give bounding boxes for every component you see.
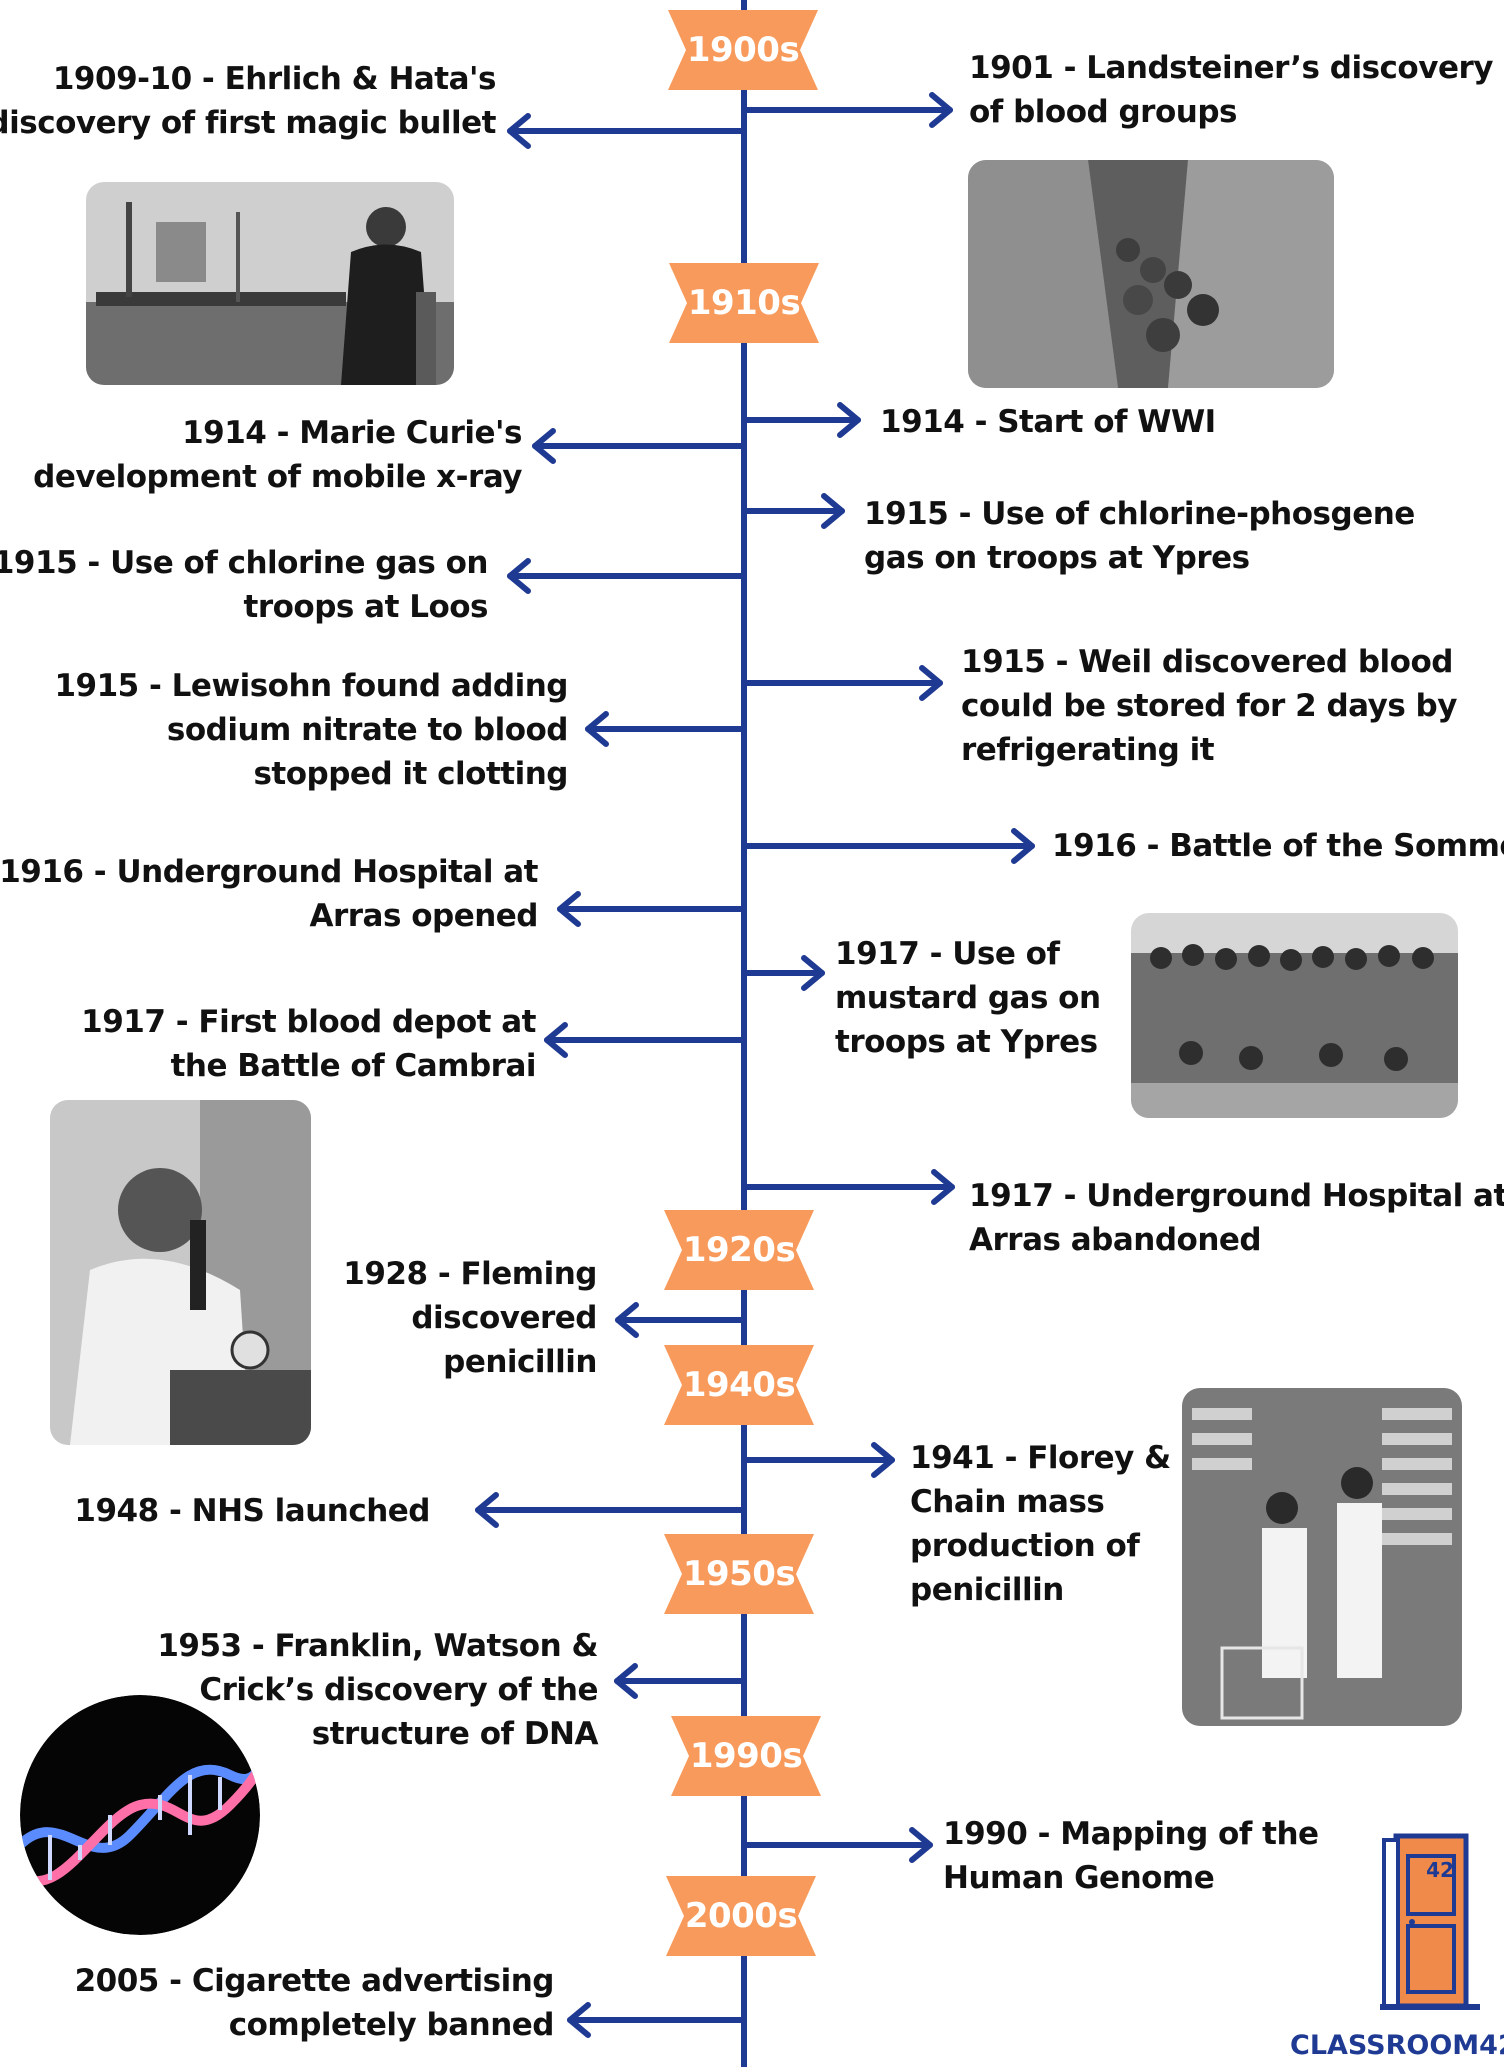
event-1953-dna: 1953 - Franklin, Watson &Crick’s discove… (157, 1628, 598, 1752)
arrow-1916b (557, 891, 747, 927)
arrow-1915d (585, 711, 747, 747)
arrow-1914b (532, 428, 747, 464)
decade-label: 1900s (686, 30, 800, 70)
image-dna-helix (20, 1695, 260, 1935)
arrow-1915b (507, 558, 747, 594)
arrow-1917b (544, 1022, 747, 1058)
decade-label: 1910s (687, 283, 801, 323)
decade-label: 1990s (689, 1736, 803, 1776)
arrow-1917a (741, 955, 825, 991)
arrow-2005 (567, 2002, 747, 2038)
decade-badge-2000s: 2000s (666, 1876, 816, 1956)
decade-badge-1920s: 1920s (664, 1210, 814, 1290)
arrow-1915a (741, 493, 845, 529)
arrow-1901 (741, 92, 953, 128)
arrow-1917c (741, 1169, 955, 1205)
decade-badge-1940s: 1940s (664, 1345, 814, 1425)
arrow-1941 (741, 1442, 895, 1478)
arrow-1948 (475, 1492, 747, 1528)
photo-wwi-trench (968, 160, 1334, 388)
event-1916-somme: 1916 - Battle of the Somme (1052, 828, 1504, 864)
decade-label: 1920s (682, 1230, 796, 1270)
decade-badge-1990s: 1990s (671, 1716, 821, 1796)
decade-badge-1910s: 1910s (669, 263, 819, 343)
logo-wordmark: CLASSROOM42 (1290, 2030, 1504, 2061)
decade-badge-1900s: 1900s (668, 10, 818, 90)
arrow-1909 (507, 113, 747, 149)
logo-number: 42 (1426, 1858, 1454, 1882)
classroom42-logo: 42 (1380, 1826, 1480, 2016)
arrow-1915c (741, 665, 943, 701)
arrow-1953 (614, 1663, 747, 1699)
photo-mustard-gas-soldiers (1131, 913, 1458, 1118)
event-1948-nhs: 1948 - NHS launched (74, 1493, 430, 1529)
decade-label: 2000s (684, 1896, 798, 1936)
photo-fleming-microscope (50, 1100, 311, 1445)
photo-penicillin-production (1182, 1388, 1462, 1726)
photo-marie-curie-lab (86, 182, 454, 385)
arrow-1990 (741, 1827, 933, 1863)
arrow-1928 (615, 1302, 747, 1338)
decade-label: 1950s (682, 1554, 796, 1594)
decade-label: 1940s (682, 1365, 796, 1405)
decade-badge-1950s: 1950s (664, 1534, 814, 1614)
arrow-1916a (741, 828, 1035, 864)
arrow-1914a (741, 402, 861, 438)
event-1914-start-wwi: 1914 - Start of WWI (880, 404, 1216, 440)
